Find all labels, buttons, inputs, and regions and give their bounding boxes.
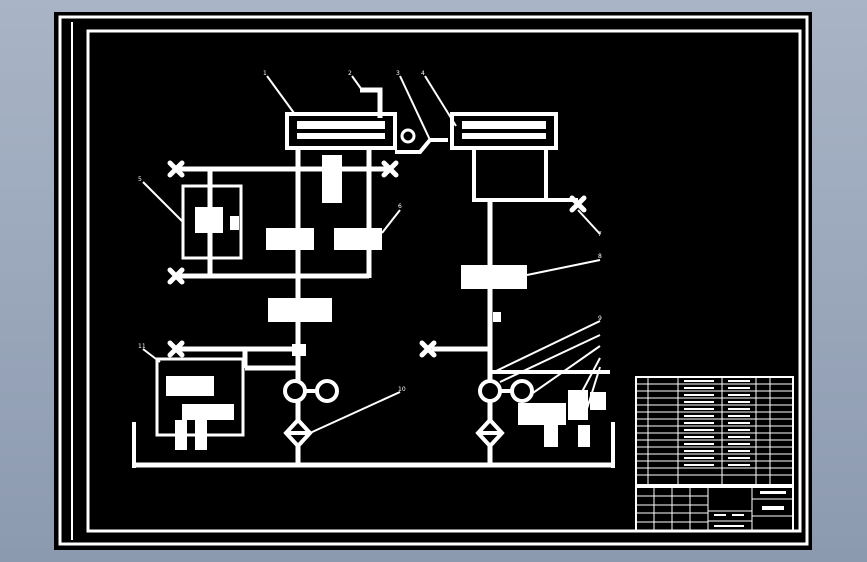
left-sprocket-pair	[283, 379, 339, 403]
leader-tag: 4	[421, 70, 425, 77]
leader-tag: 2	[348, 70, 352, 77]
leader-tag: 7	[598, 231, 602, 238]
right-roller-cylinder	[450, 112, 558, 150]
title-block	[635, 486, 794, 532]
right-frame-box	[472, 146, 578, 202]
leader-lines	[142, 75, 601, 434]
left-cone-coupling	[283, 417, 313, 449]
leader-tag: 8	[598, 253, 602, 260]
outer-border-frame	[58, 15, 809, 546]
motor-housing	[155, 357, 245, 450]
inner-border-frame	[86, 29, 802, 533]
leader-tag: 10	[398, 386, 406, 393]
leader-tag: 3	[396, 70, 400, 77]
leader-tag: 9	[598, 315, 602, 322]
right-cone-coupling	[475, 417, 505, 449]
lower-left-shaft	[176, 346, 298, 371]
gear-middle-right	[461, 265, 527, 322]
gear-middle-left	[268, 298, 332, 322]
bearing-symbols	[167, 160, 587, 358]
leader-tag: 1	[263, 70, 267, 77]
vertical-worm-gear	[322, 155, 342, 203]
right-sprocket-pair	[478, 379, 534, 403]
transmission-schematic	[132, 75, 615, 468]
leader-tag: 11	[138, 343, 146, 350]
base-frame	[132, 422, 615, 468]
left-roller-cylinder	[285, 112, 397, 150]
drawing-sheet	[54, 12, 812, 550]
leader-number-tags: 1 2 3 4 5 6 7 8 9 10 11	[138, 70, 602, 393]
parts-list-table	[635, 376, 794, 486]
gear-pair-upper	[266, 228, 382, 250]
lower-right-drive	[432, 346, 610, 447]
leader-tag: 6	[398, 203, 402, 210]
leader-tag: 5	[138, 176, 142, 183]
roller-coupling	[360, 87, 448, 154]
shaft-collar	[292, 344, 306, 356]
